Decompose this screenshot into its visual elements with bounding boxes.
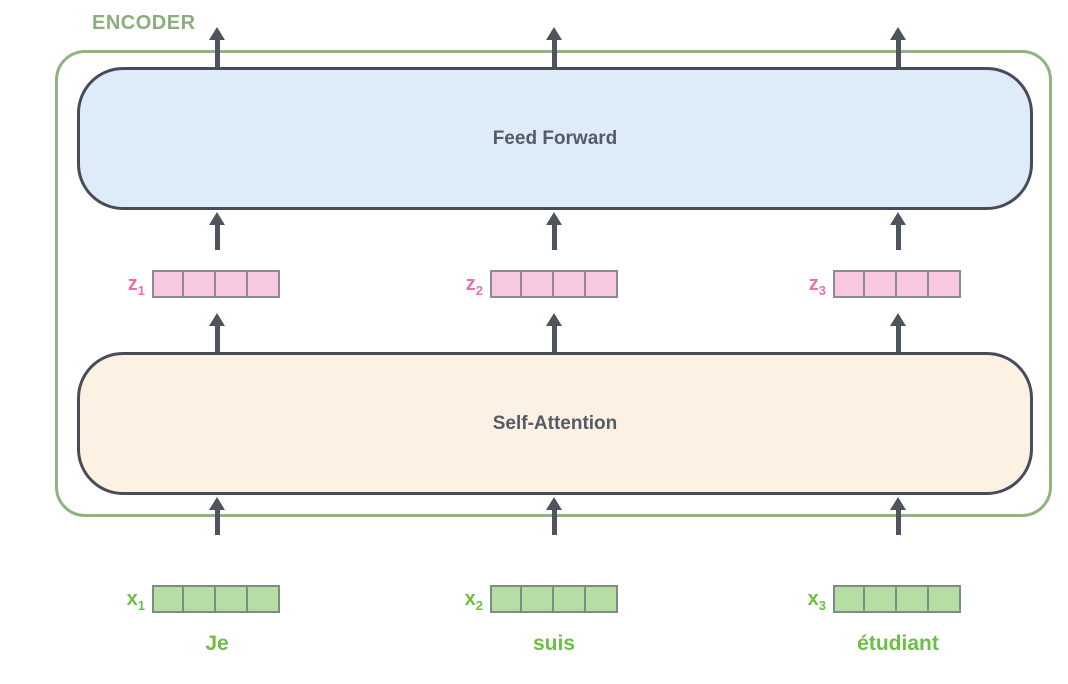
arrow-shaft — [895, 326, 901, 352]
vector-cell — [865, 585, 897, 613]
vector-cell — [929, 270, 961, 298]
up-arrow-x-to-sa-3 — [890, 497, 906, 535]
x2-vector-group: x2 — [447, 585, 618, 613]
arrowhead-icon — [209, 497, 225, 510]
vector-cell — [248, 585, 280, 613]
vector-cell — [184, 270, 216, 298]
arrowhead-icon — [546, 212, 562, 225]
up-arrow-output-1 — [209, 27, 225, 67]
x1-vector — [152, 585, 280, 613]
vector-cell — [490, 270, 522, 298]
x1-vector-group: x1 — [109, 585, 280, 613]
vector-cell — [833, 585, 865, 613]
x3-vector-group: x3 — [790, 585, 961, 613]
z1-label: z1 — [127, 273, 145, 298]
x1-label: x1 — [126, 588, 145, 613]
vector-cell — [554, 585, 586, 613]
vector-cell — [522, 270, 554, 298]
arrowhead-icon — [546, 27, 562, 40]
z2-vector-group: z2 — [447, 270, 618, 298]
vector-cell — [248, 270, 280, 298]
arrowhead-icon — [546, 497, 562, 510]
arrow-shaft — [895, 510, 901, 535]
arrow-shaft — [551, 326, 557, 352]
arrow-shaft — [214, 225, 220, 250]
vector-cell — [152, 585, 184, 613]
z3-label: z3 — [808, 273, 826, 298]
z3-vector-group: z3 — [790, 270, 961, 298]
input-word-etudiant: étudiant — [857, 632, 939, 655]
self-attention-label: Self-Attention — [492, 412, 618, 434]
up-arrow-x-to-sa-2 — [546, 497, 562, 535]
x3-vector — [833, 585, 961, 613]
vector-cell — [554, 270, 586, 298]
arrow-shaft — [895, 40, 901, 67]
arrowhead-icon — [546, 313, 562, 326]
up-arrow-z-to-ff-1 — [209, 212, 225, 250]
z2-vector — [490, 270, 618, 298]
x2-vector — [490, 585, 618, 613]
up-arrow-z-to-ff-3 — [890, 212, 906, 250]
vector-cell — [490, 585, 522, 613]
arrow-shaft — [551, 225, 557, 250]
up-arrow-output-3 — [890, 27, 906, 67]
vector-cell — [929, 585, 961, 613]
vector-cell — [216, 270, 248, 298]
arrowhead-icon — [890, 27, 906, 40]
z3-vector — [833, 270, 961, 298]
arrowhead-icon — [209, 212, 225, 225]
arrow-shaft — [895, 225, 901, 250]
vector-cell — [586, 585, 618, 613]
vector-cell — [216, 585, 248, 613]
vector-cell — [522, 585, 554, 613]
z2-label: z2 — [465, 273, 483, 298]
vector-cell — [152, 270, 184, 298]
feed-forward-box: Feed Forward — [77, 67, 1033, 210]
up-arrow-sa-to-z-1 — [209, 313, 225, 352]
vector-cell — [897, 270, 929, 298]
vector-cell — [184, 585, 216, 613]
encoder-title: ENCODER — [92, 12, 196, 34]
arrow-shaft — [214, 326, 220, 352]
x2-label: x2 — [464, 588, 483, 613]
vector-cell — [833, 270, 865, 298]
arrow-shaft — [551, 510, 557, 535]
vector-cell — [865, 270, 897, 298]
up-arrow-sa-to-z-3 — [890, 313, 906, 352]
input-word-suis: suis — [532, 632, 576, 655]
up-arrow-output-2 — [546, 27, 562, 67]
z1-vector — [152, 270, 280, 298]
up-arrow-x-to-sa-1 — [209, 497, 225, 535]
x3-label: x3 — [807, 588, 826, 613]
vector-cell — [897, 585, 929, 613]
feed-forward-label: Feed Forward — [492, 127, 618, 149]
input-word-je: Je — [205, 632, 229, 655]
arrowhead-icon — [890, 497, 906, 510]
up-arrow-z-to-ff-2 — [546, 212, 562, 250]
arrowhead-icon — [890, 212, 906, 225]
arrow-shaft — [551, 40, 557, 67]
z1-vector-group: z1 — [109, 270, 280, 298]
arrowhead-icon — [890, 313, 906, 326]
vector-cell — [586, 270, 618, 298]
arrowhead-icon — [209, 27, 225, 40]
self-attention-box: Self-Attention — [77, 352, 1033, 495]
arrow-shaft — [214, 40, 220, 67]
arrowhead-icon — [209, 313, 225, 326]
up-arrow-sa-to-z-2 — [546, 313, 562, 352]
arrow-shaft — [214, 510, 220, 535]
